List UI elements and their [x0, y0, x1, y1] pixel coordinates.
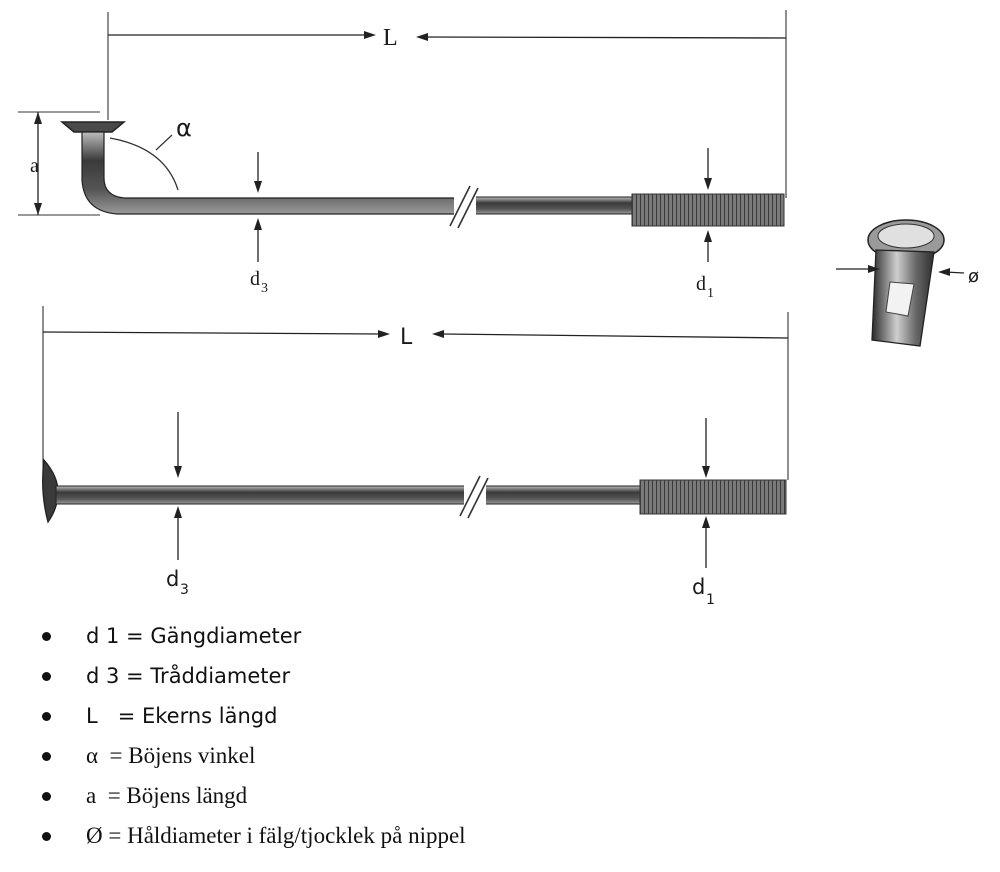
bullet [42, 832, 51, 841]
legend-text: Ø = Håldiameter i fälg/tjocklek på nippe… [86, 823, 466, 848]
wire-diameter-dimension-bottom: d 3 [166, 412, 189, 598]
legend-text: α = Böjens vinkel [86, 743, 256, 768]
break-mark-bottom [459, 475, 489, 519]
legend-text: d 3 = Tråddiameter [86, 664, 291, 688]
legend-item: d 3 = Tråddiameter [38, 656, 466, 696]
bend-length-label: a [30, 155, 39, 177]
bullet [42, 672, 51, 681]
spoke-shaft-top [469, 196, 633, 215]
spoke-head-bottom [42, 458, 59, 524]
spoke-head-top [59, 121, 127, 133]
bullet [42, 792, 51, 801]
thread-diameter-subscript-top: 1 [707, 286, 714, 301]
wire-diameter-label-bottom: d [166, 567, 179, 591]
length-dimension-top: L [107, 10, 787, 198]
nipple-drawing: ø [836, 219, 979, 347]
bend-angle-label: α [176, 114, 192, 142]
legend-item: a = Böjens längd [38, 776, 466, 816]
length-label-top: L [383, 25, 398, 51]
legend-list: d 1 = Gängdiameter d 3 = Tråddiameter L … [38, 616, 466, 856]
legend-text: L = Ekerns längd [86, 704, 278, 728]
spoke-elbow [81, 131, 471, 215]
bent-spoke-drawing: L a α [18, 10, 787, 301]
thread-section-top [631, 193, 785, 227]
thread-diameter-dimension-bottom: d 1 [692, 418, 715, 608]
legend-item: L = Ekerns längd [38, 696, 466, 736]
thread-section-bottom [639, 479, 787, 515]
thread-diameter-label-bottom: d [692, 575, 705, 599]
legend-item: α = Böjens vinkel [38, 736, 466, 776]
bend-angle-indicator: α [109, 114, 192, 191]
wire-diameter-subscript-bottom: 3 [180, 582, 189, 598]
bullet [42, 712, 51, 721]
wire-diameter-subscript-top: 3 [261, 281, 268, 296]
straight-spoke-drawing: L d 3 d 1 [42, 306, 789, 608]
thread-diameter-label-top: d [696, 273, 706, 295]
wire-diameter-dimension-top: d 3 [250, 152, 268, 296]
legend-item: d 1 = Gängdiameter [38, 616, 466, 656]
bullet [42, 752, 51, 761]
legend-text: a = Böjens längd [86, 783, 248, 808]
bullet [42, 632, 51, 641]
break-mark-top [449, 185, 479, 229]
thread-diameter-dimension-top: d 1 [696, 148, 714, 301]
bend-length-dimension: a [18, 111, 100, 216]
length-label-bottom: L [400, 325, 413, 350]
legend-text: d 1 = Gängdiameter [86, 624, 302, 648]
legend-item: Ø = Håldiameter i fälg/tjocklek på nippe… [38, 816, 466, 856]
length-dimension-bottom: L [42, 306, 789, 480]
hole-diameter-label: ø [968, 266, 979, 287]
thread-diameter-subscript-bottom: 1 [706, 592, 715, 608]
spoke-shaft-bottom [55, 485, 641, 505]
wire-diameter-label-top: d [250, 268, 260, 290]
